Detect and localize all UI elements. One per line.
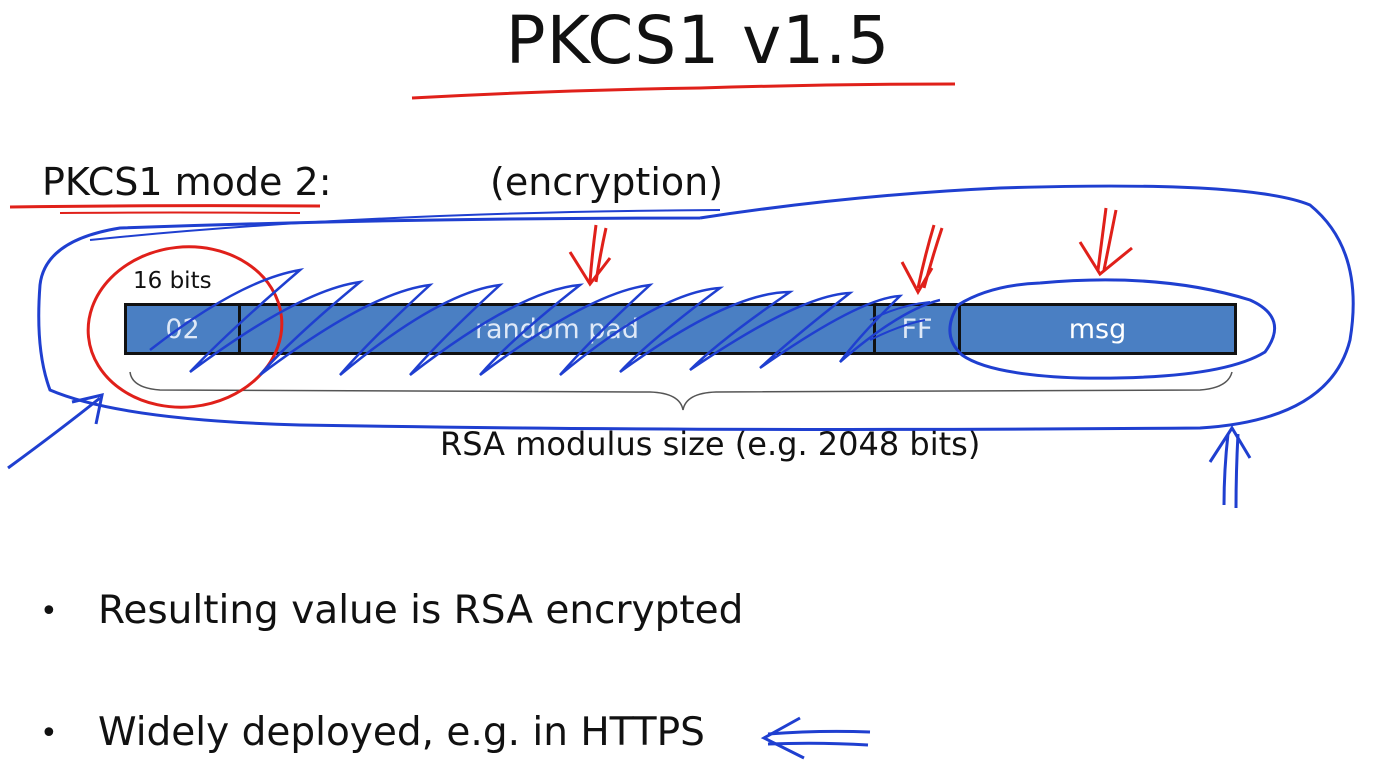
blue-scribble bbox=[149, 268, 941, 376]
mode-label-underline bbox=[9, 204, 321, 209]
mode-note: (encryption) bbox=[490, 160, 724, 204]
block-msg: msg bbox=[958, 303, 1237, 355]
blue-outer-loop bbox=[37, 184, 1355, 431]
blue-arrow-icon bbox=[7, 393, 104, 470]
blue-left-arrow-icon bbox=[760, 716, 871, 760]
blue-up-arrow-icon bbox=[1208, 425, 1252, 509]
mode-label: PKCS1 mode 2: bbox=[42, 160, 332, 204]
red-circle-02 bbox=[86, 245, 284, 409]
red-arrow-icon bbox=[568, 207, 1133, 296]
bullet-dot: • bbox=[40, 716, 58, 751]
bullet-1: Resulting value is RSA encrypted bbox=[98, 588, 744, 633]
block-02: 02 bbox=[124, 303, 241, 355]
modulus-brace bbox=[129, 371, 1233, 411]
blue-circle-msg bbox=[948, 278, 1276, 380]
modulus-size-label: RSA modulus size (e.g. 2048 bits) bbox=[440, 425, 981, 463]
field-size-label: 16 bits bbox=[133, 268, 212, 294]
bullet-dot: • bbox=[40, 594, 58, 629]
slide-title: PKCS1 v1.5 bbox=[505, 2, 891, 79]
title-underline bbox=[411, 82, 956, 100]
bullet-2: Widely deployed, e.g. in HTTPS bbox=[98, 710, 705, 755]
